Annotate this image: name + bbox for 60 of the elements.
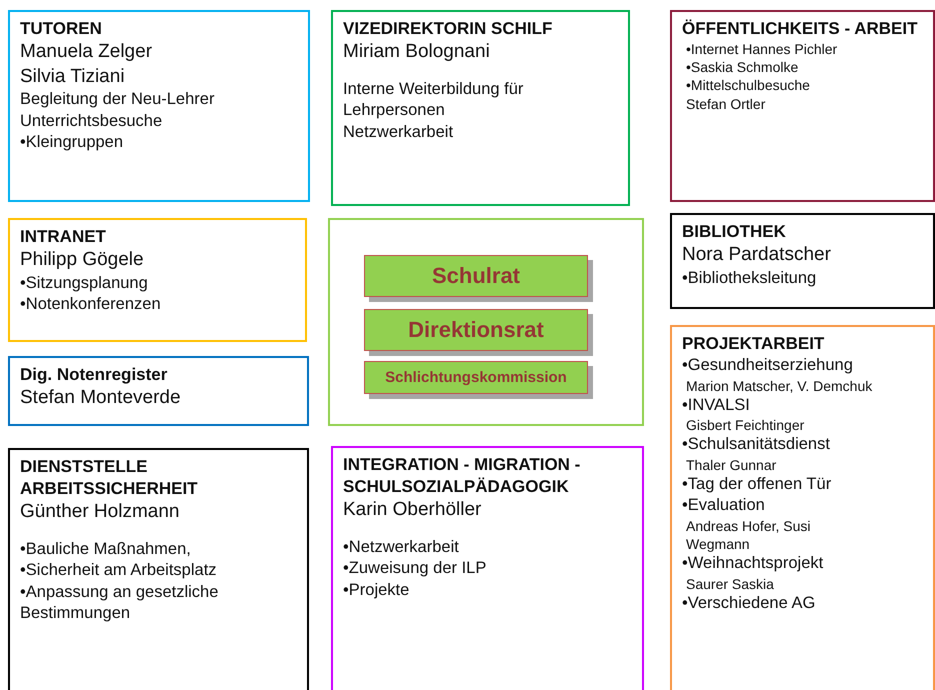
box-text: •Saskia Schmolke bbox=[685, 58, 800, 76]
box-text: Netzwerkarbeit bbox=[343, 122, 454, 143]
box-text: •Bauliche Maßnahmen, bbox=[20, 538, 192, 560]
box-text: •Tag der offenen Tür bbox=[682, 474, 832, 495]
info-box bbox=[331, 10, 630, 206]
box-text: Marion Matscher, V. Demchuk bbox=[685, 376, 874, 395]
box-text: •Bibliotheksleitung bbox=[682, 268, 818, 289]
person-name: Silvia Tiziani bbox=[20, 64, 126, 89]
person-name: Stefan Monteverde bbox=[20, 386, 182, 410]
info-box bbox=[670, 10, 935, 202]
box-heading: ÖFFENTLICHKEITS - ARBEIT bbox=[682, 18, 918, 40]
info-box bbox=[8, 10, 310, 202]
box-text: Saurer Saskia bbox=[685, 574, 775, 593]
box-text: •Schulsanitätsdienst bbox=[682, 434, 831, 456]
person-name: Karin Oberhöller bbox=[343, 498, 482, 522]
box-text: Interne Weiterbildung für Lehrpersonen bbox=[343, 78, 524, 122]
box-text: Stefan Ortler bbox=[685, 94, 766, 113]
info-box bbox=[8, 356, 309, 426]
box-text: Thaler Gunnar bbox=[685, 456, 778, 474]
committee-label: Direktionsrat bbox=[408, 316, 544, 344]
box-text: •Projekte bbox=[343, 580, 410, 601]
box-text: •INVALSI bbox=[682, 394, 751, 416]
box-text: •Evaluation bbox=[682, 495, 766, 516]
box-heading: PROJEKTARBEIT bbox=[682, 333, 826, 355]
info-box bbox=[8, 218, 307, 342]
box-text: •Sicherheit am Arbeitsplatz bbox=[20, 560, 218, 582]
box-text: Begleitung der Neu-Lehrer bbox=[20, 89, 216, 110]
person-name: Günther Holzmann bbox=[20, 500, 180, 524]
box-heading: INTEGRATION - MIGRATION - SCHULSOZIALPÄDAGOGIK bbox=[343, 454, 582, 498]
box-text: •Weihnachtsprojekt bbox=[682, 553, 824, 574]
info-box bbox=[670, 325, 935, 690]
person-name: Philipp Gögele bbox=[20, 248, 145, 272]
info-box bbox=[670, 213, 935, 309]
box-text: Gisbert Feichtinger bbox=[685, 416, 806, 434]
person-name: Manuela Zelger bbox=[20, 40, 154, 64]
committee-label: Schulrat bbox=[432, 262, 520, 290]
box-text: •Mittelschulbesuche bbox=[685, 76, 811, 95]
info-box bbox=[331, 446, 644, 690]
box-heading: Dig. Notenregister bbox=[20, 364, 168, 386]
box-heading: VIZEDIREKTORIN SCHILF bbox=[343, 18, 554, 40]
box-text: •Internet Hannes Pichler bbox=[685, 40, 838, 58]
group-frame bbox=[328, 218, 644, 426]
box-text: Andreas Hofer, Susi Wegmann bbox=[685, 516, 812, 554]
box-heading: DIENSTSTELLE ARBEITSSICHERHEIT bbox=[20, 456, 199, 500]
box-text: •Anpassung an gesetzliche Bestimmungen bbox=[20, 582, 220, 624]
info-box bbox=[8, 448, 309, 690]
person-name: Miriam Bolognani bbox=[343, 40, 491, 64]
box-text: •Kleingruppen bbox=[20, 132, 124, 154]
box-text: Unterrichtsbesuche bbox=[20, 110, 164, 132]
box-text: •Sitzungsplanung bbox=[20, 272, 149, 294]
person-name: Nora Pardatscher bbox=[682, 243, 832, 268]
box-heading: TUTOREN bbox=[20, 18, 103, 40]
box-text: •Verschiedene AG bbox=[682, 592, 816, 614]
box-text: •Gesundheitserziehung bbox=[682, 355, 854, 376]
box-heading: INTRANET bbox=[20, 226, 107, 248]
committee-label: Schlichtungskommission bbox=[385, 368, 567, 388]
box-text: •Zuweisung der ILP bbox=[343, 558, 488, 580]
box-text: •Notenkonferenzen bbox=[20, 294, 162, 316]
box-text: •Netzwerkarbeit bbox=[343, 536, 460, 558]
box-heading: BIBLIOTHEK bbox=[682, 221, 787, 243]
